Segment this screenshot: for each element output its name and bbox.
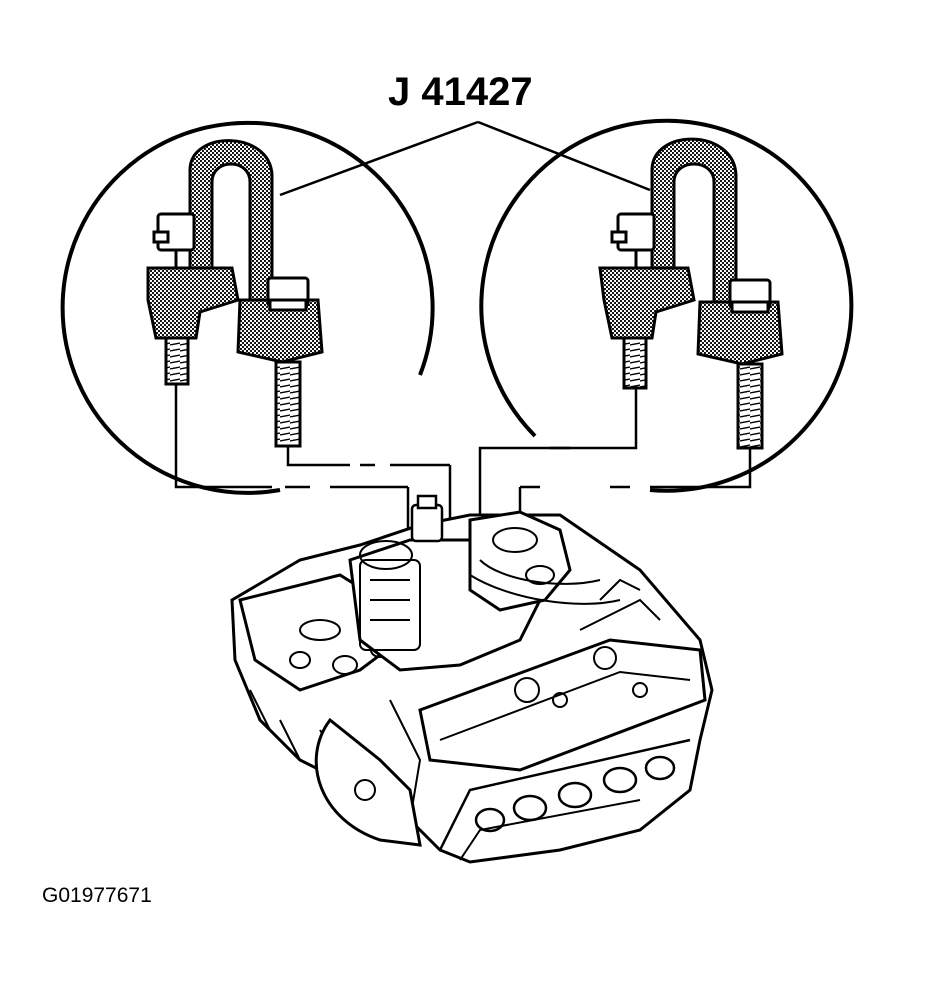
left-bracket-foot-rear [146,266,240,340]
right-bracket-foot-rear [598,266,696,340]
right-rear-bolt [610,212,656,390]
right-front-bolt [728,278,772,450]
valve-cover-right [418,638,707,772]
engine-block-illustration [230,494,714,864]
left-detail-view [60,120,435,495]
figure-id: G01977671 [42,884,152,907]
tool-label: J 41427 [388,70,533,114]
exhaust-ports [474,755,676,833]
bell-housing [314,717,422,847]
distributor [410,494,444,543]
label-leader-lines [279,120,651,197]
right-detail-circle [479,118,854,493]
left-front-bolt [266,276,310,448]
right-detail-view [478,118,854,520]
left-rear-bolt [152,212,196,386]
left-detail-circle [60,120,435,495]
